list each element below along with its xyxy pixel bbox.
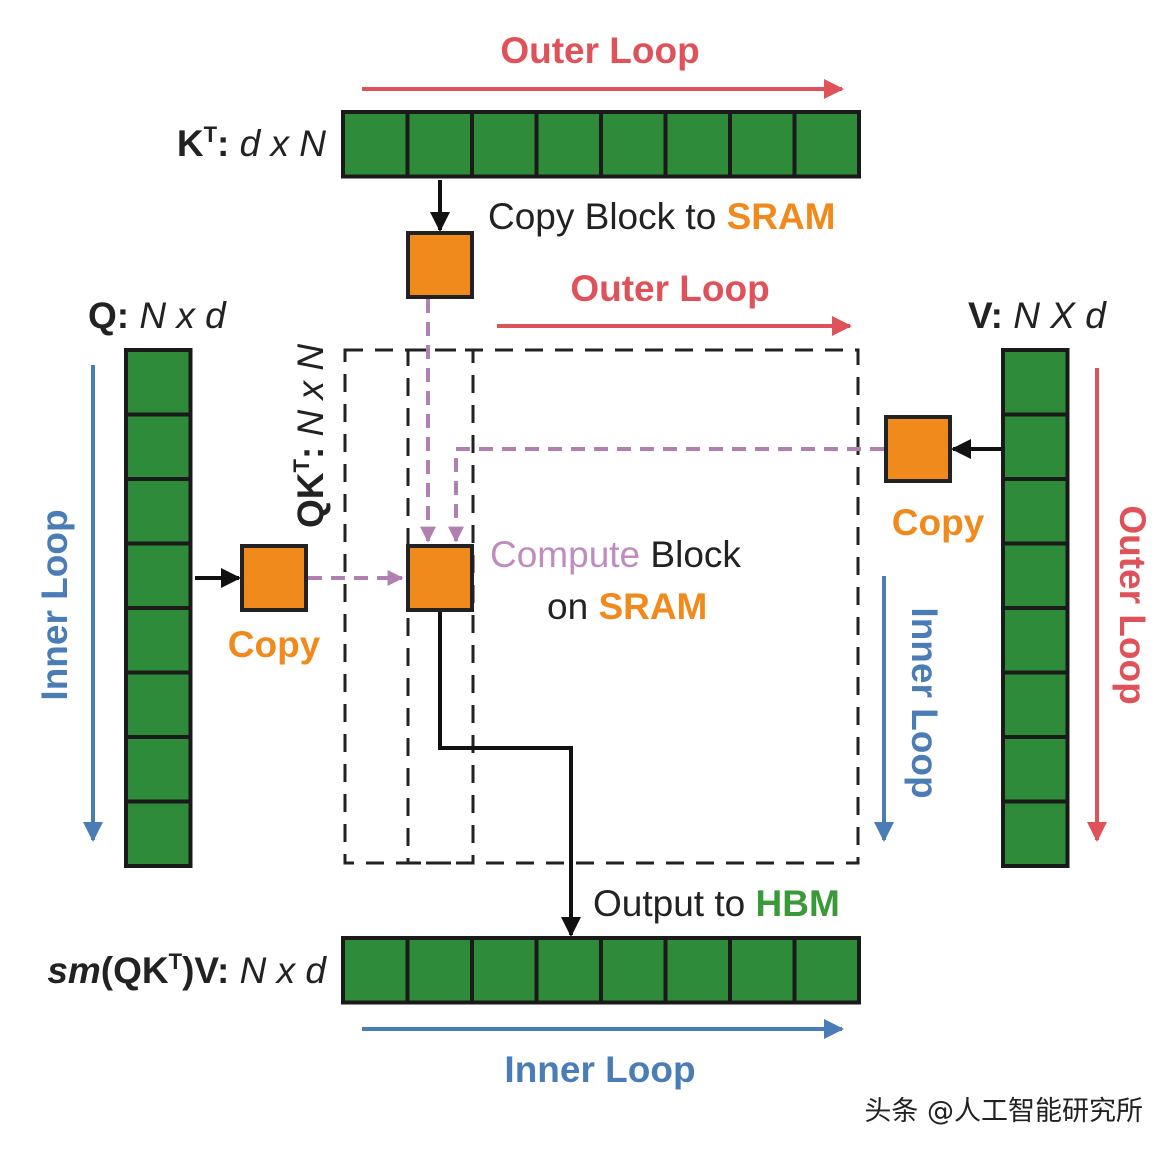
compute-block	[406, 544, 474, 612]
q-label: Q: N x d	[88, 295, 227, 336]
kt-matrix-cell	[534, 110, 603, 179]
copy-block-to-sram-label: Copy Block to SRAM	[488, 196, 836, 237]
output-to-hbm-label: Output to HBM	[593, 883, 840, 924]
v-matrix-cell	[1001, 670, 1070, 739]
kt-matrix-cell	[792, 110, 861, 179]
kt-matrix-cell	[341, 110, 410, 179]
v-matrix-cell	[1001, 799, 1070, 868]
copy-left-label: Copy	[228, 624, 321, 665]
q-matrix-cell	[124, 670, 193, 739]
v-matrix-cell	[1001, 412, 1070, 481]
inner-loop-right-label: Inner Loop	[904, 607, 945, 798]
q-sram-block	[240, 544, 308, 612]
output-matrix-cell	[470, 936, 539, 1005]
kt-matrix	[341, 110, 861, 179]
on-sram-label: on SRAM	[547, 586, 707, 627]
qkt-label: QKT: N x N	[289, 344, 331, 528]
output-matrix-cell	[341, 936, 410, 1005]
kt-label: KT: d x N	[177, 122, 326, 164]
kt-sram-block	[406, 231, 474, 299]
copy-right-label: Copy	[892, 502, 985, 543]
v-matrix-cell	[1001, 541, 1070, 610]
q-matrix-cell	[124, 412, 193, 481]
outer-loop-right-label: Outer Loop	[1112, 505, 1153, 704]
kt-matrix-cell	[405, 110, 474, 179]
inner-loop-left-label: Inner Loop	[34, 509, 75, 700]
output-arrow	[438, 612, 581, 937]
v-matrix-cell	[1001, 348, 1070, 417]
v-matrix	[1001, 348, 1070, 868]
qkt-column-outline	[406, 348, 475, 865]
output-matrix-cell	[599, 936, 668, 1005]
q-matrix-cell	[124, 606, 193, 675]
inner-loop-bottom-label: Inner Loop	[504, 1049, 695, 1090]
v-matrix-cell	[1001, 477, 1070, 546]
v-to-compute-dashed-arrow	[448, 447, 884, 543]
compute-block-label: Compute Block	[490, 534, 741, 575]
output-matrix	[341, 936, 861, 1005]
q-matrix-cell	[124, 799, 193, 868]
output-matrix-cell	[663, 936, 732, 1005]
v-sram-block	[884, 415, 952, 483]
kt-matrix-cell	[470, 110, 539, 179]
watermark: 头条 @人工智能研究所	[864, 1096, 1143, 1127]
q-matrix-cell	[124, 541, 193, 610]
q-matrix-cell	[124, 477, 193, 546]
kt-matrix-cell	[728, 110, 797, 179]
kt-matrix-cell	[663, 110, 732, 179]
output-matrix-cell	[792, 936, 861, 1005]
outer-loop-mid-label: Outer Loop	[570, 268, 769, 309]
v-label: V: N X d	[968, 295, 1107, 336]
q-matrix-cell	[124, 735, 193, 804]
output-label: sm(QKT)V: N x d	[47, 949, 327, 991]
qkt-matrix-outline	[343, 348, 860, 865]
output-matrix-cell	[728, 936, 797, 1005]
v-matrix-cell	[1001, 606, 1070, 675]
outer-loop-top-label: Outer Loop	[500, 30, 699, 71]
v-matrix-cell	[1001, 735, 1070, 804]
q-matrix-cell	[124, 348, 193, 417]
output-matrix-cell	[534, 936, 603, 1005]
q-matrix	[124, 348, 193, 868]
output-matrix-cell	[405, 936, 474, 1005]
kt-matrix-cell	[599, 110, 668, 179]
